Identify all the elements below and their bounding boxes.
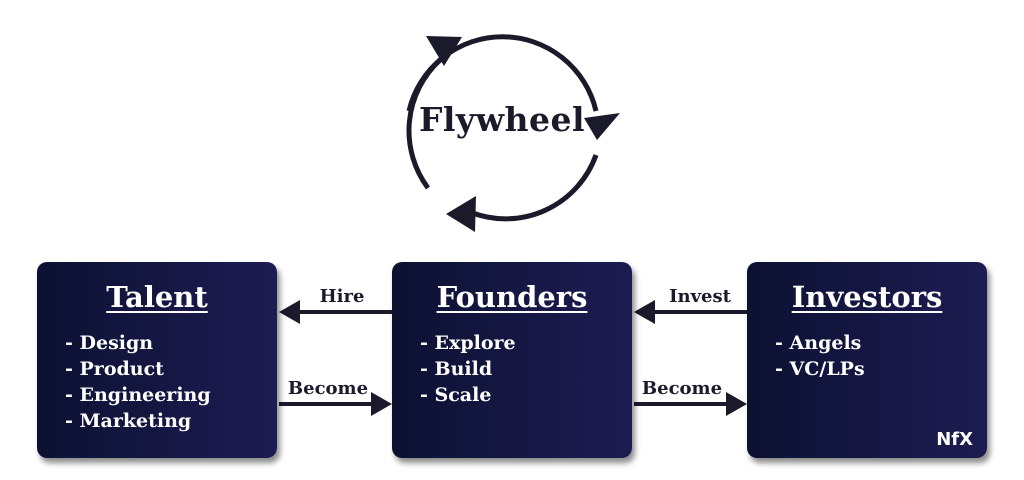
label-invest: Invest bbox=[669, 286, 731, 307]
label-become-left: Become bbox=[287, 378, 369, 399]
founders-box: Founders Explore Build Scale bbox=[392, 262, 632, 458]
cycle-arc-left bbox=[406, 58, 442, 190]
list-item: Explore bbox=[420, 330, 516, 356]
arrow-invest bbox=[634, 300, 747, 324]
label-hire: Hire bbox=[319, 286, 365, 307]
list-item: VC/LPs bbox=[775, 356, 865, 382]
list-item: Design bbox=[65, 330, 211, 356]
investors-box: Investors Angels VC/LPs NfX bbox=[747, 262, 987, 458]
list-item: Scale bbox=[420, 382, 516, 408]
list-item: Engineering bbox=[65, 382, 211, 408]
nfx-logo: NfX bbox=[936, 429, 973, 450]
cycle-arrowhead-top bbox=[426, 36, 462, 66]
investors-list: Angels VC/LPs bbox=[775, 330, 865, 382]
talent-box: Talent Design Product Engineering Market… bbox=[37, 262, 277, 458]
founders-title: Founders bbox=[436, 280, 588, 314]
cycle-arrowhead-right bbox=[584, 113, 620, 140]
investors-title: Investors bbox=[791, 280, 943, 314]
talent-list: Design Product Engineering Marketing bbox=[65, 330, 211, 434]
founders-list: Explore Build Scale bbox=[420, 330, 516, 408]
cycle-arc-right bbox=[469, 154, 599, 222]
list-item: Marketing bbox=[65, 408, 211, 434]
list-item: Angels bbox=[775, 330, 865, 356]
arrow-become-right bbox=[634, 392, 747, 416]
cycle-arrowhead-bottom bbox=[446, 196, 476, 232]
arrow-hire bbox=[279, 300, 392, 324]
list-item: Build bbox=[420, 356, 516, 382]
list-item: Product bbox=[65, 356, 211, 382]
flywheel-title: Flywheel bbox=[418, 100, 586, 139]
label-become-right: Become bbox=[641, 378, 723, 399]
talent-title: Talent bbox=[106, 280, 208, 314]
arrow-become-left bbox=[279, 392, 392, 416]
